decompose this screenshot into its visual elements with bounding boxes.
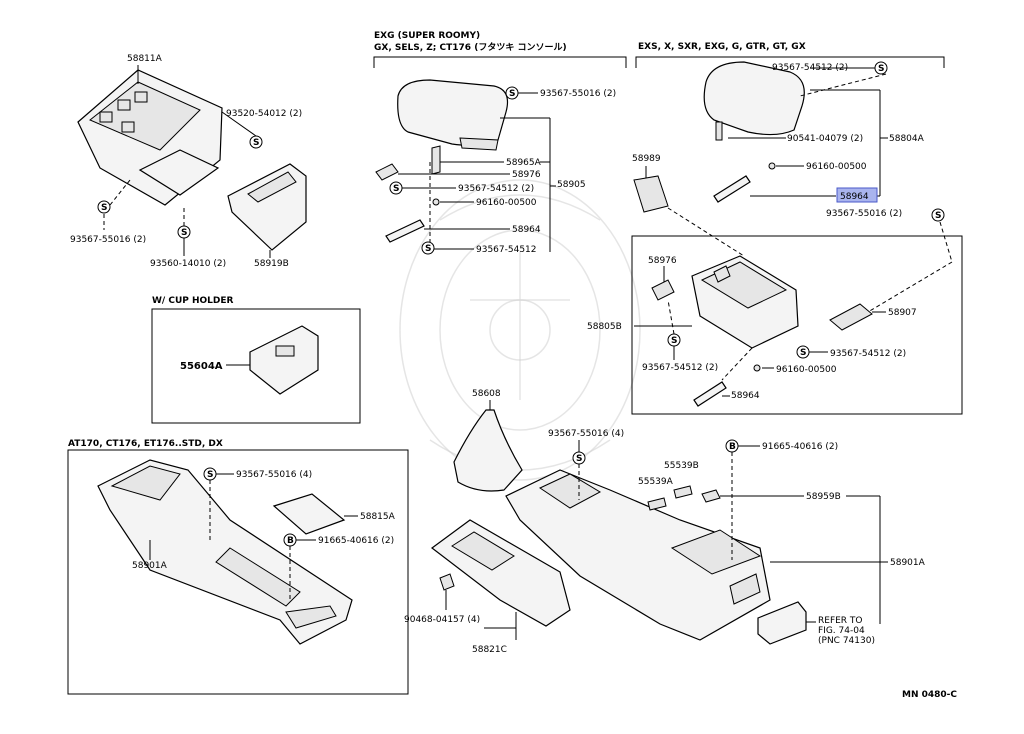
header-cup-holder: W/ CUP HOLDER	[152, 296, 234, 306]
svg-text:S: S	[253, 138, 259, 148]
screw-symbol-box-1: S	[667, 333, 681, 347]
label-93567-54512-2-box-b: 93567-54512 (2)	[830, 349, 906, 359]
header-exg-sub: GX, SELS, Z; CT176 (フタツキ コンソール)	[374, 41, 567, 53]
label-58964-box: 58964	[731, 391, 760, 401]
header-at170: AT170, CT176, ET176..STD, DX	[68, 439, 223, 449]
label-refer-pnc: (PNC 74130)	[818, 636, 875, 646]
screw-symbol-mid-2: S	[389, 181, 403, 195]
bolt-symbol-main: B	[725, 439, 739, 453]
label-93567-55016-2-mid: 93567-55016 (2)	[540, 89, 616, 99]
label-93567-55016-4-right: 93567-55016 (4)	[548, 429, 624, 439]
label-58964-mid: 58964	[512, 225, 541, 235]
label-93567-54512-2-mid: 93567-54512 (2)	[458, 184, 534, 194]
label-58907: 58907	[888, 308, 917, 318]
label-90468-04157: 90468-04157 (4)	[404, 615, 480, 625]
label-58901A-left: 58901A	[132, 561, 168, 571]
screw-symbol-right-1: S	[874, 61, 888, 75]
svg-text:S: S	[509, 89, 515, 99]
screw-symbol-box-2: S	[796, 345, 810, 359]
bolt-symbol-std: B	[283, 533, 297, 547]
top-left-group: S S S 58811A 93520-54012 (2) 93567-55016…	[70, 54, 307, 269]
screw-symbol-mid-3: S	[421, 241, 435, 255]
header-exg: EXG (SUPER ROOMY)	[374, 31, 480, 41]
svg-text:S: S	[101, 203, 107, 213]
label-58964-highlighted: 58964	[840, 192, 869, 202]
console-box-58805B: 58989 58976 58805B S 93567-54512 (2) 589…	[587, 154, 963, 415]
label-58608: 58608	[472, 389, 501, 399]
svg-text:S: S	[671, 336, 677, 346]
label-93520-54012: 93520-54012 (2)	[226, 109, 302, 119]
label-93567-54512-2-box-a: 93567-54512 (2)	[642, 363, 718, 373]
console-front-58811A	[77, 65, 223, 206]
label-93567-54512-mid: 93567-54512	[476, 245, 537, 255]
label-58804A: 58804A	[889, 134, 925, 144]
exs-group: EXS, X, SXR, EXG, G, GTR, GT, GX 93567-5…	[635, 42, 953, 313]
svg-text:S: S	[800, 348, 806, 358]
label-93567-55016-4-left: 93567-55016 (4)	[236, 470, 312, 480]
label-93567-54512-2-right: 93567-54512 (2)	[772, 63, 848, 73]
ashtray-58919B	[227, 163, 307, 258]
label-55539B: 55539B	[664, 461, 699, 471]
label-58901A-right: 58901A	[890, 558, 926, 568]
screw-symbol-mid-top: S	[505, 86, 519, 100]
cup-holder-box: W/ CUP HOLDER 55604A	[151, 296, 361, 424]
label-96160-mid: 96160-00500	[476, 198, 537, 208]
label-58811A: 58811A	[127, 54, 163, 64]
label-58919B: 58919B	[254, 259, 289, 269]
label-58976-mid: 58976	[512, 170, 541, 180]
exg-group: EXG (SUPER ROOMY) GX, SELS, Z; CT176 (フタ…	[373, 31, 627, 255]
highlight-58964	[836, 187, 878, 203]
label-refer-to: REFER TO	[818, 616, 863, 626]
diagram-code: MN 0480-C	[902, 690, 957, 700]
label-58976-right: 58976	[648, 256, 677, 266]
screw-symbol-right-2: S	[931, 208, 945, 222]
label-58959B: 58959B	[806, 492, 841, 502]
label-93567-55016-2-left: 93567-55016 (2)	[70, 235, 146, 245]
label-91665-40616-2-right: 91665-40616 (2)	[762, 442, 838, 452]
label-58965A: 58965A	[506, 158, 542, 168]
label-91665-40616-2-left: 91665-40616 (2)	[318, 536, 394, 546]
svg-text:S: S	[393, 184, 399, 194]
label-58821C: 58821C	[472, 645, 507, 655]
label-55539A: 55539A	[638, 477, 674, 487]
screw-symbol-main: S	[572, 451, 586, 465]
label-93567-55016-2-right: 93567-55016 (2)	[826, 209, 902, 219]
header-exs: EXS, X, SXR, EXG, G, GTR, GT, GX	[638, 42, 806, 52]
label-58905: 58905	[557, 180, 586, 190]
svg-text:B: B	[729, 442, 736, 452]
std-console-box: AT170, CT176, ET176..STD, DX 58815A S 93…	[67, 439, 409, 695]
svg-text:S: S	[207, 470, 213, 480]
label-90541-04079: 90541-04079 (2)	[787, 134, 863, 144]
label-96160-right: 96160-00500	[806, 162, 867, 172]
label-93560-14010: 93560-14010 (2)	[150, 259, 226, 269]
svg-text:S: S	[935, 211, 941, 221]
label-58815A: 58815A	[360, 512, 396, 522]
label-58805B: 58805B	[587, 322, 622, 332]
svg-text:B: B	[287, 536, 294, 546]
svg-text:S: S	[576, 454, 582, 464]
label-58989: 58989	[632, 154, 661, 164]
svg-text:S: S	[878, 64, 884, 74]
main-console-group: 58608 58821C 90468-04157 (4) REFER TO FI…	[404, 389, 926, 655]
svg-text:S: S	[425, 244, 431, 254]
svg-text:S: S	[181, 228, 187, 238]
label-55604A: 55604A	[180, 361, 223, 372]
screw-symbol-2: S	[97, 200, 111, 214]
screw-symbol-3: S	[177, 225, 191, 239]
screw-symbol-1: S	[249, 135, 263, 149]
label-96160-box: 96160-00500	[776, 365, 837, 375]
label-refer-fig: FIG. 74-04	[818, 626, 865, 636]
screw-symbol-std: S	[203, 467, 217, 481]
